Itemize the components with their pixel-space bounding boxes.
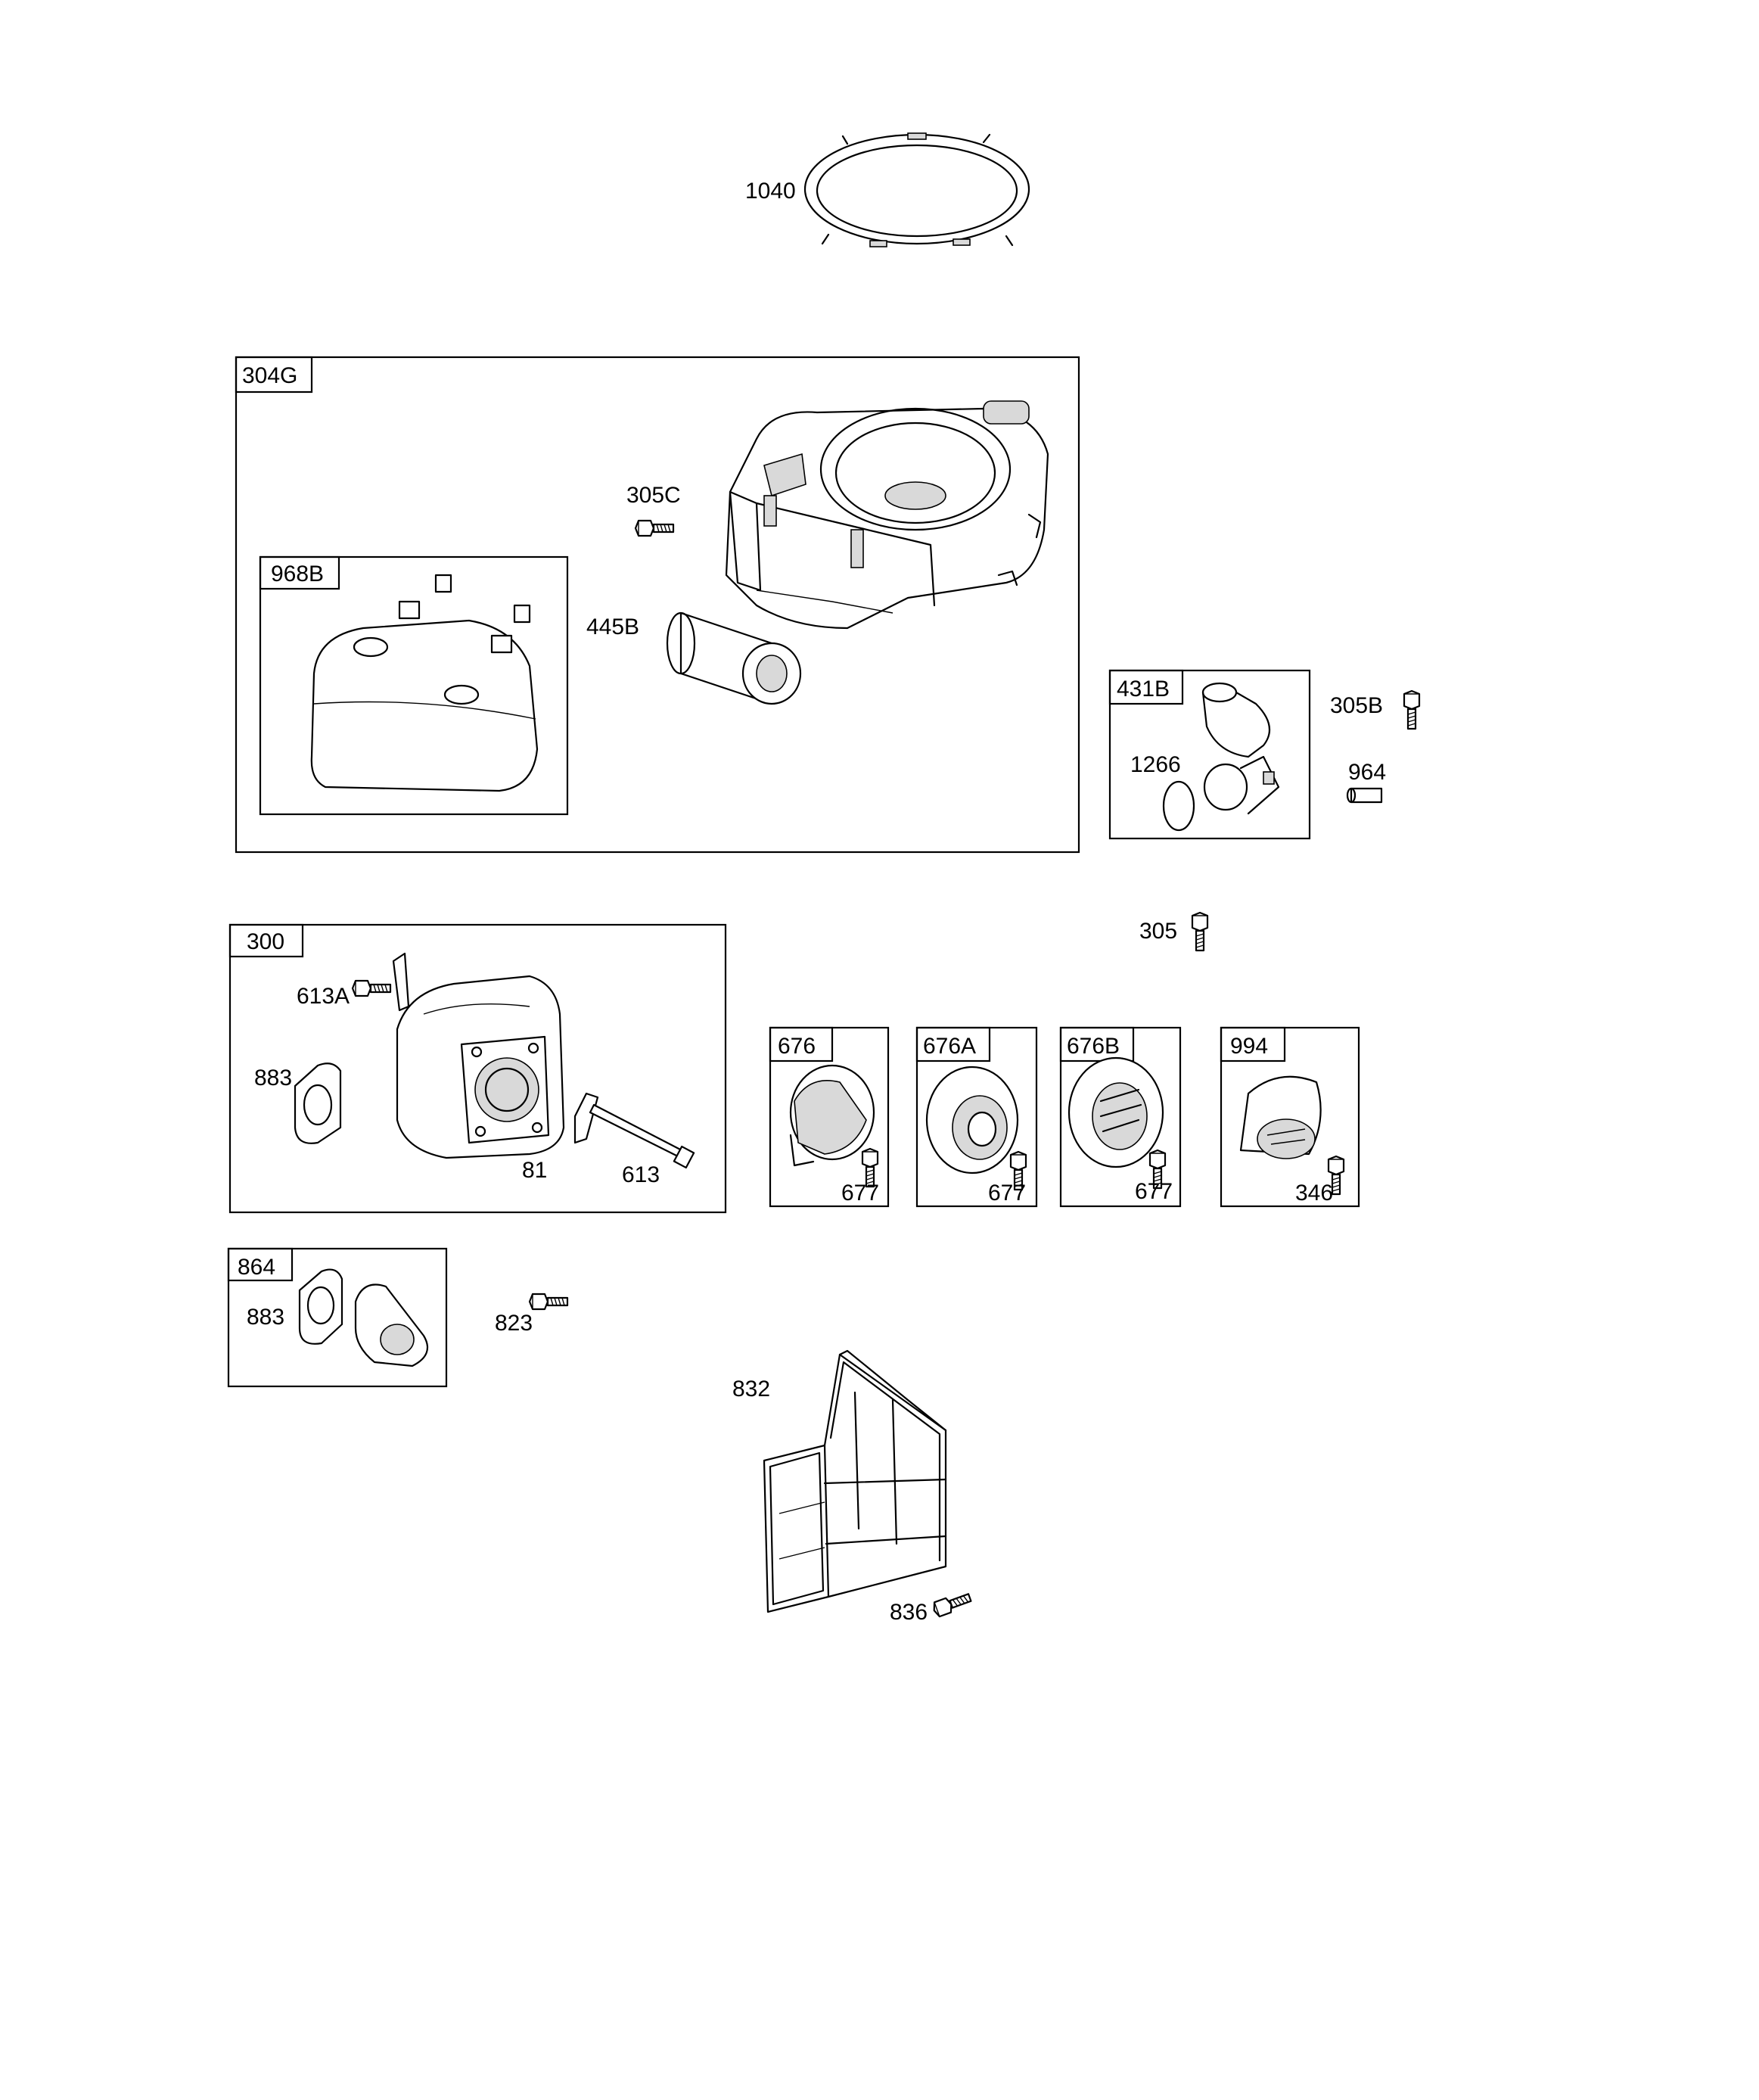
label-305: 305 <box>1139 919 1177 944</box>
label-836: 836 <box>890 1600 928 1625</box>
label-823: 823 <box>495 1311 533 1336</box>
box-864 <box>227 1247 448 1388</box>
box-304G <box>235 356 1080 854</box>
label-676A: 676A <box>923 1034 976 1059</box>
spark-arrestor-icon <box>925 1066 1019 1174</box>
exhaust-adapter-icon <box>354 1283 429 1367</box>
tag-300 <box>228 923 304 958</box>
box-431B <box>1108 669 1311 840</box>
air-filter-icon <box>666 611 802 705</box>
screw-icon <box>351 979 392 997</box>
tag-676A <box>915 1026 991 1062</box>
elbow-icon <box>1201 682 1280 815</box>
label-677b: 677 <box>988 1181 1026 1206</box>
label-883a: 883 <box>254 1066 292 1090</box>
label-994: 994 <box>1230 1034 1268 1059</box>
o-ring-icon <box>1162 780 1195 832</box>
tag-431B <box>1108 669 1184 705</box>
box-994 <box>1220 1026 1360 1208</box>
tag-676B <box>1059 1026 1135 1062</box>
tag-676 <box>769 1026 834 1062</box>
label-1266: 1266 <box>1130 752 1181 777</box>
bracket-icon <box>573 1092 599 1144</box>
tag-968B <box>259 555 340 590</box>
label-445B: 445B <box>586 614 639 639</box>
box-968B <box>259 555 569 816</box>
label-676B: 676B <box>1067 1034 1120 1059</box>
label-613A: 613A <box>297 984 350 1009</box>
spark-arrestor-icon <box>1068 1056 1164 1168</box>
label-968B: 968B <box>271 562 324 586</box>
label-677c: 677 <box>1135 1179 1173 1204</box>
label-964: 964 <box>1348 760 1386 785</box>
screw-icon <box>528 1293 569 1311</box>
tag-864 <box>227 1247 294 1282</box>
tag-304G <box>235 356 313 394</box>
sleeve-icon <box>1346 787 1383 804</box>
label-1040: 1040 <box>745 179 796 204</box>
bolt-icon <box>589 1103 695 1169</box>
ring-icon <box>803 132 1030 247</box>
label-676: 676 <box>778 1034 816 1059</box>
label-304G: 304G <box>242 363 297 388</box>
muffler-icon <box>392 952 565 1159</box>
screw-icon <box>634 519 675 537</box>
deflector-icon <box>789 1064 875 1167</box>
screw-icon <box>1403 689 1421 730</box>
tag-994 <box>1220 1026 1286 1062</box>
spark-arrestor-icon <box>1239 1075 1322 1159</box>
screw-icon <box>1191 911 1209 952</box>
label-81: 81 <box>522 1158 547 1183</box>
blower-housing-icon <box>725 400 1049 630</box>
box-300 <box>228 923 727 1214</box>
gasket-icon <box>298 1268 343 1345</box>
air-filter-cover-icon <box>310 574 539 792</box>
label-305C: 305C <box>626 483 681 508</box>
label-864: 864 <box>238 1255 275 1280</box>
label-300: 300 <box>247 929 284 954</box>
label-613: 613 <box>622 1162 660 1187</box>
muffler-guard-icon <box>763 1349 947 1613</box>
label-305B: 305B <box>1330 693 1383 718</box>
gasket-icon <box>294 1062 342 1144</box>
label-346: 346 <box>1295 1181 1333 1206</box>
screw-icon <box>931 1589 974 1619</box>
label-431B: 431B <box>1117 677 1170 702</box>
label-883b: 883 <box>247 1305 284 1330</box>
label-677a: 677 <box>841 1181 879 1206</box>
label-832: 832 <box>732 1377 770 1402</box>
